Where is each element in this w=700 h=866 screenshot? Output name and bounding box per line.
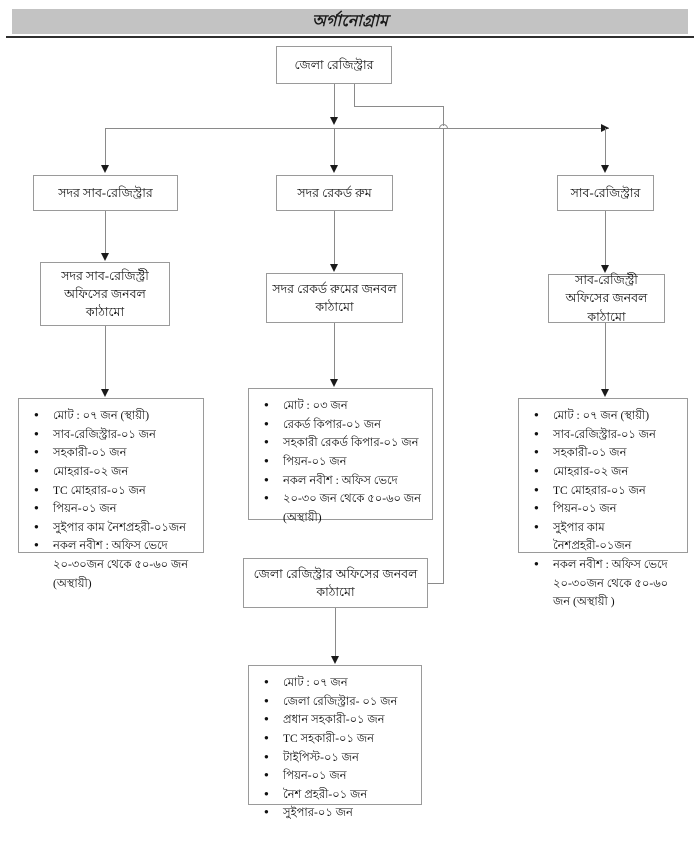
list-sub-registrar-staff: মোট : ০৭ জন (স্থায়ী) সাব-রেজিস্ট্রার-০১… [518,398,688,608]
list-item: টাইপিস্ট-০১ জন [264,749,415,768]
node-record-room-structure-label: সদর রেকর্ড রুমের জনবল কাঠামো [272,281,397,314]
arrow-col1-to-list [101,389,109,397]
list-item: সহকারী রেকর্ড কিপার-০১ জন [264,434,426,453]
list-item: পিয়ন-০১ জন [534,500,681,519]
list-item: নকল নবীশ : অফিস ভেদে ২০-৩০জন থেকে ৫০-৬০ … [534,556,681,612]
list-item: প্রধান সহকারী-০১ জন [264,711,415,730]
connector-bus-to-col2 [334,128,335,167]
node-sadar-sub-registry-office-structure-label: সদর সাব-রেজিস্ট্রী অফিসের জনবল কাঠামো [61,268,149,320]
list-item: সাব-রেজিস্ট্রার-০১ জন [534,426,681,445]
list-item: TC মোহরার-০১ জন [34,482,197,501]
list-item: সহকারী-০১ জন [534,444,681,463]
arrow-col3-to-structure [601,265,609,273]
arrow-root-to-bus [330,117,338,125]
list-item: মোট : ০৭ জন [264,674,415,693]
connector-line-hop [439,120,448,134]
node-sub-registry-office-structure-label: সাব-রেজিস্ট্রী অফিসের জনবল কাঠামো [565,273,648,324]
arrow-col3-to-list [601,389,609,397]
list-sub-registrar-staff-items: মোট : ০৭ জন (স্থায়ী) সাব-রেজিস্ট্রার-০১… [523,407,681,612]
connector-col2-to-list [334,323,335,381]
list-item: জেলা রেজিস্ট্রার- ০১ জন [264,693,415,712]
arrow-bus-to-col3 [601,165,609,173]
connector-col3-to-list [605,323,606,391]
connector-root-center [334,84,335,121]
list-item: মোট : ০৩ জন [264,397,426,416]
list-item: মোহরার-০২ জন [534,463,681,482]
node-district-registrar: জেলা রেজিস্ট্রার [276,46,392,84]
node-sub-registrar: সাব-রেজিস্ট্রার [557,175,654,211]
list-item: মোট : ০৭ জন (স্থায়ী) [534,407,681,426]
node-record-room-structure: সদর রেকর্ড রুমের জনবল কাঠামো [266,273,403,323]
arrow-bus-to-col1 [101,165,109,173]
node-sadar-sub-registrar: সদর সাব-রেজিস্ট্রার [33,175,178,211]
list-item: ২০-৩০ জন থেকে ৫০-৬০ জন (অস্থায়ী) [264,490,426,527]
list-item: সাব-রেজিস্ট্রার-০১ জন [34,426,197,445]
list-item: নকল নবীশ : অফিস ভেদে [264,472,426,491]
connector-root-right-drop-top [443,106,444,126]
list-item: সুইপার-০১ জন [264,804,415,823]
list-item: পিয়ন-০১ জন [34,500,197,519]
page-title: অর্গানোগ্রাম [311,12,389,30]
list-sadar-sub-registrar-staff-items: মোট : ০৭ জন (স্থায়ী) সাব-রেজিস্ট্রার-০১… [23,407,197,593]
arrow-col1-to-structure [101,253,109,261]
list-record-room-staff-items: মোট : ০৩ জন রেকর্ড কিপার-০১ জন সহকারী রে… [253,397,426,527]
arrow-col2-to-structure [330,264,338,272]
list-item: সুইপার কাম নৈশপ্রহরী-০১জন [34,519,197,538]
connector-bus-to-col3 [605,128,606,167]
node-sub-registry-office-structure: সাব-রেজিস্ট্রী অফিসের জনবল কাঠামো [548,273,665,324]
list-sadar-sub-registrar-staff: মোট : ০৭ জন (স্থায়ী) সাব-রেজিস্ট্রার-০১… [18,398,204,590]
list-item: সহকারী-০১ জন [34,444,197,463]
connector-col3-to-structure [605,211,606,267]
list-item: TC সহকারী-০১ জন [264,730,415,749]
node-district-registrar-office-structure-label: জেলা রেজিস্ট্রার অফিসের জনবল কাঠামো [253,566,418,599]
connector-bus [105,128,609,129]
list-district-registrar-office-staff-items: মোট : ০৭ জন জেলা রেজিস্ট্রার- ০১ জন প্রধ… [253,674,415,823]
node-district-registrar-label: জেলা রেজিস্ট্রার [294,57,374,72]
node-sadar-sub-registry-office-structure: সদর সাব-রেজিস্ট্রী অফিসের জনবল কাঠামো [40,262,170,326]
list-item: সুইপার কাম নৈশপ্রহরী-০১জন [534,519,681,556]
connector-root-right-run [354,106,443,107]
list-district-registrar-office-staff: মোট : ০৭ জন জেলা রেজিস্ট্রার- ০১ জন প্রধ… [248,665,422,820]
list-item: রেকর্ড কিপার-০১ জন [264,416,426,435]
header-band: অর্গানোগ্রাম [12,9,688,34]
connector-root-right-stub [354,84,355,106]
list-item: মোট : ০৭ জন (স্থায়ী) [34,407,197,426]
list-item: মোহরার-০২ জন [34,463,197,482]
connector-bus-to-col1 [105,128,106,167]
list-item: পিয়ন-০১ জন [264,453,426,472]
header-divider [6,36,694,38]
node-district-registrar-office-structure: জেলা রেজিস্ট্রার অফিসের জনবল কাঠামো [243,558,428,608]
node-sub-registrar-label: সাব-রেজিস্ট্রার [570,185,641,200]
arrow-col2-to-list [330,379,338,387]
list-item: TC মোহরার-০১ জন [534,482,681,501]
list-record-room-staff: মোট : ০৩ জন রেকর্ড কিপার-০১ জন সহকারী রে… [248,388,433,524]
list-item: নকল নবীশ : অফিস ভেদে ২০-৩০জন থেকে ৫০-৬০ … [34,537,197,593]
list-item: নৈশ প্রহরী-০১ জন [264,786,415,805]
arrow-bus-to-col2 [330,165,338,173]
connector-col2-to-structure [334,211,335,266]
connector-col1-to-list [105,326,106,391]
list-item: পিয়ন-০১ জন [264,767,415,786]
connector-root-right-drop-bottom [443,134,444,583]
connector-bottom-to-list [335,608,336,658]
connector-into-bottom-node [424,583,444,584]
connector-col1-to-structure [105,211,106,255]
node-sadar-sub-registrar-label: সদর সাব-রেজিস্ট্রার [58,185,153,200]
arrow-bottom-to-list [331,656,339,664]
node-sadar-record-room: সদর রেকর্ড রুম [276,175,393,211]
node-sadar-record-room-label: সদর রেকর্ড রুম [297,185,372,200]
